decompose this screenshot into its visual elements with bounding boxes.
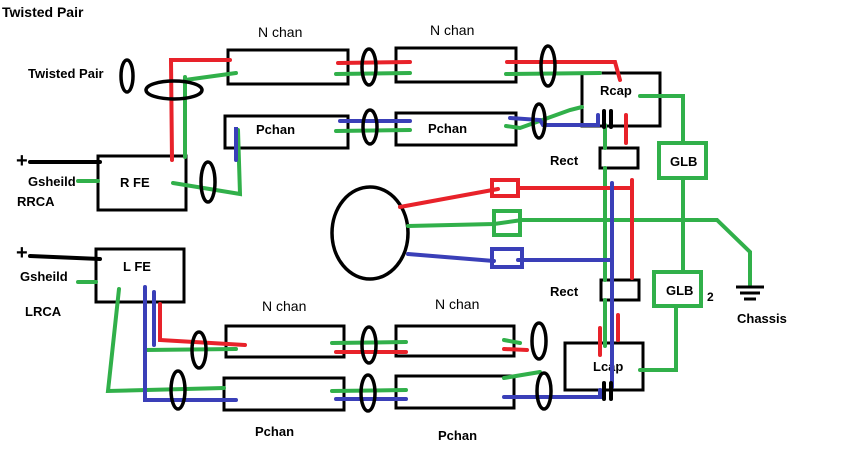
rect-bottom-box — [599, 278, 641, 302]
twist-marker-icon — [539, 44, 557, 88]
glb-bottom-label: GLB — [666, 283, 693, 298]
green-coupler-box — [492, 209, 522, 237]
pchan-bottom-1-box — [222, 376, 346, 412]
twist-marker-legend-icon — [119, 58, 135, 94]
pchan-bottom-2-label: Pchan — [438, 428, 477, 443]
rcap-label: Rcap — [600, 83, 632, 98]
twist-markers — [119, 44, 557, 413]
rect-bottom-label: Rect — [550, 284, 579, 299]
twist-marker-icon — [531, 102, 547, 140]
chassis-ground-icon — [736, 285, 764, 301]
capacitor-plates — [602, 109, 613, 401]
rect-top-label: Rect — [550, 153, 579, 168]
nchan-bottom-1-label: N chan — [262, 298, 306, 314]
plus-bottom-sign: + — [16, 242, 28, 264]
glb-top-label: GLB — [670, 154, 697, 169]
twisted-pair-label: Twisted Pair — [28, 66, 104, 81]
positive-wires — [158, 58, 634, 357]
negative-wires — [143, 113, 614, 402]
nchan-top-2-label: N chan — [430, 22, 474, 38]
twist-marker-icon — [360, 47, 378, 87]
lfe-box — [94, 247, 186, 304]
twist-marker-icon — [359, 373, 377, 413]
blue-coupler-box — [490, 247, 524, 269]
positive-lead-bottom — [28, 254, 102, 261]
twist-marker-icon — [361, 108, 379, 146]
glb-suffix-label: 2 — [707, 290, 714, 304]
gsheild-top-label: Gsheild — [28, 174, 76, 189]
lrca-label: LRCA — [25, 304, 62, 319]
pchan-bottom-2-box — [394, 374, 516, 410]
twist-marker-icon — [199, 160, 217, 204]
diagram-title: Twisted Pair — [2, 4, 84, 20]
chassis-label: Chassis — [737, 311, 787, 326]
twist-marker-icon — [530, 321, 548, 361]
pchan-bottom-1-label: Pchan — [255, 424, 294, 439]
rfe-label: R FE — [120, 175, 150, 190]
nchan-bottom-1-box — [224, 324, 346, 359]
pchan-top-1-label: Pchan — [256, 122, 295, 137]
rcap-box — [580, 71, 662, 128]
lfe-label: L FE — [123, 259, 151, 274]
gsheild-bottom-label: Gsheild — [20, 269, 68, 284]
lcap-label: Lcap — [593, 359, 623, 374]
rrca-label: RRCA — [17, 194, 55, 209]
plus-top-sign: + — [16, 150, 28, 172]
rect-top-box — [598, 146, 640, 170]
pchan-top-2-label: Pchan — [428, 121, 467, 136]
twist-marker-icon — [360, 325, 378, 365]
twist-marker-icon — [535, 371, 553, 411]
red-coupler-box — [490, 178, 520, 198]
nchan-bottom-2-box — [394, 324, 516, 358]
nchan-bottom-2-label: N chan — [435, 296, 479, 312]
transformer-circle-icon — [330, 185, 410, 281]
nchan-top-2-box — [394, 46, 518, 84]
nchan-top-1-label: N chan — [258, 24, 302, 40]
twist-marker-icon — [169, 369, 187, 411]
nchan-top-1-box — [226, 48, 350, 86]
twist-marker-icon — [190, 330, 208, 370]
twist-marker-icon — [144, 79, 204, 101]
ground-wires — [76, 71, 752, 394]
